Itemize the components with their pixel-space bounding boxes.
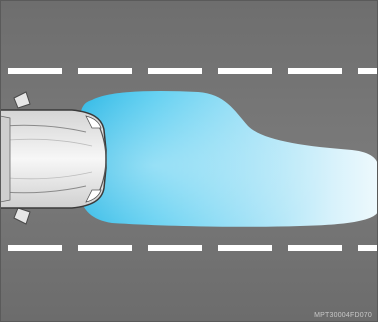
figure-reference-code: MPT30004FD070: [314, 312, 372, 319]
